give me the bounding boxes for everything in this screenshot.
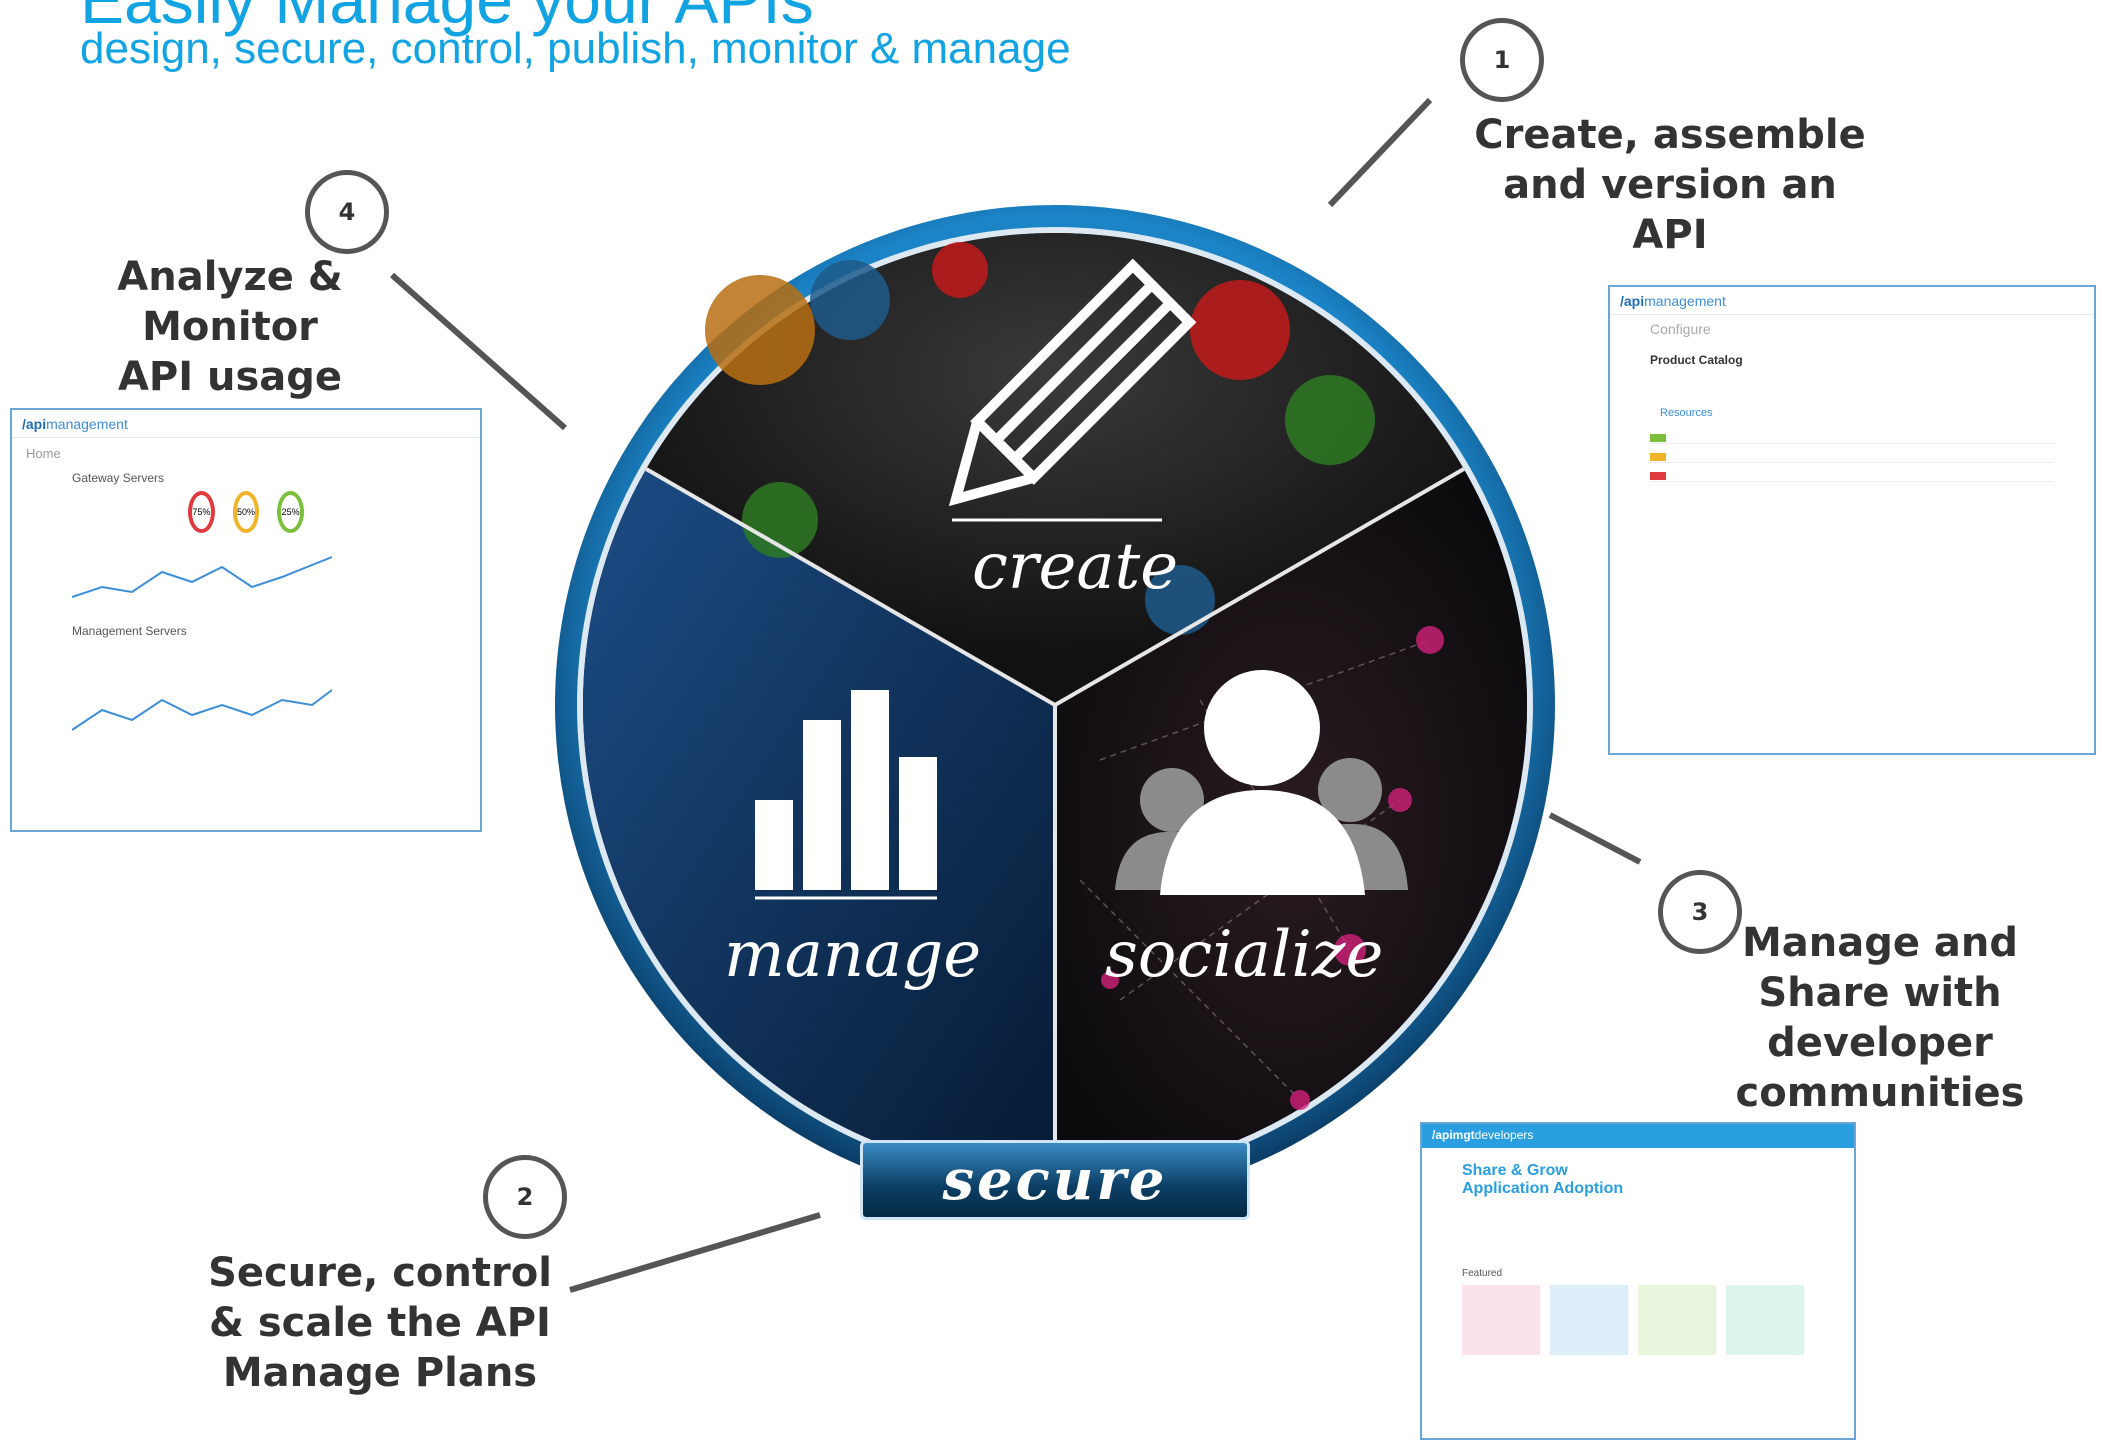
catalog-page-label: Configure — [1650, 321, 1711, 337]
secure-badge: secure — [860, 1140, 1250, 1220]
segment-label-create: create — [972, 530, 1179, 604]
page-title: Easily Manage your APIs — [80, 0, 814, 37]
management-section-label: Management Servers — [72, 624, 187, 638]
portal-headline-2: Application Adoption — [1462, 1180, 1624, 1197]
bar-chart-icon — [755, 690, 937, 890]
portal-card — [1726, 1285, 1804, 1355]
gauge: 25% — [277, 491, 305, 533]
portal-headline-1: Share & Grow — [1462, 1162, 1568, 1179]
callout-number-2: 2 — [483, 1155, 567, 1239]
callout-text-3: Manage and Share with developer communit… — [1735, 920, 2025, 1116]
gauge: 75% — [188, 491, 215, 533]
pencil-icon — [948, 258, 1197, 507]
gauge: 50% — [232, 491, 260, 533]
analytics-screenshot: /apimanagement Home Gateway Servers 75% … — [10, 408, 482, 832]
portal-card — [1550, 1285, 1628, 1355]
callout-number-1: 1 — [1460, 18, 1544, 102]
analytics-line-chart — [71, 556, 333, 598]
callout-text-2: Secure, control & scale the API Manage P… — [208, 1250, 552, 1396]
callout-number-4: 4 — [305, 170, 389, 254]
portal-featured-label: Featured — [1462, 1268, 1503, 1279]
analytics-page-label: Home — [26, 446, 61, 461]
callout-number-3: 3 — [1658, 870, 1742, 954]
portal-card — [1638, 1285, 1716, 1355]
catalog-screenshot: /apimanagement Configure Product Catalog… — [1608, 285, 2096, 755]
portal-card — [1462, 1285, 1540, 1355]
developer-portal-screenshot: /apimgtdevelopers Share & Grow Applicati… — [1420, 1122, 1856, 1440]
gateway-section-label: Gateway Servers — [72, 471, 165, 485]
analytics-line-chart-2 — [71, 689, 333, 731]
users-icon — [1115, 670, 1408, 895]
segment-label-manage: manage — [724, 918, 982, 992]
resources-label: Resources — [1660, 407, 1713, 419]
callout-text-1: Create, assemble and version an API — [1474, 112, 1866, 258]
catalog-item-label: Product Catalog — [1650, 353, 1743, 367]
page-subtitle: design, secure, control, publish, monito… — [80, 24, 1071, 73]
callout-text-4: Analyze & Monitor API usage — [117, 254, 343, 400]
segment-label-socialize: socialize — [1105, 918, 1384, 992]
paint-splatter-decoration — [705, 242, 1375, 635]
